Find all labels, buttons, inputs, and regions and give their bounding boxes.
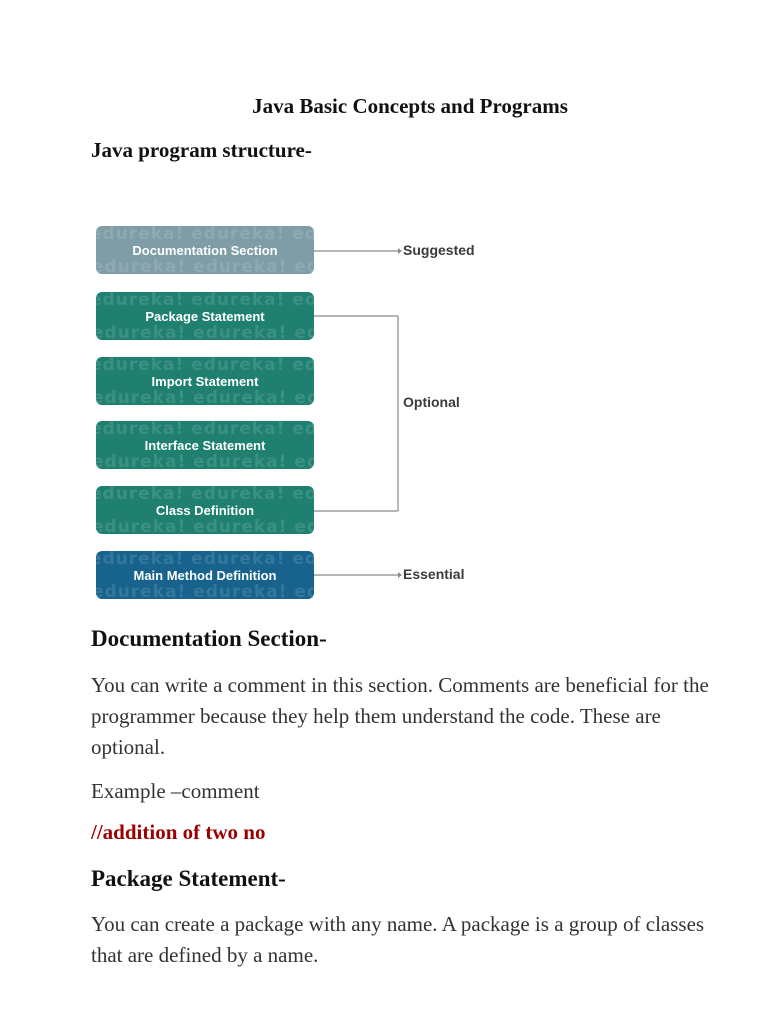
diagram-box-interface: edureka! edureka! edureka! edureka! edur… [96, 421, 314, 469]
arrowhead-essential [398, 572, 402, 578]
diagram-box-label: Class Definition [155, 502, 255, 518]
watermark-text: edureka! edureka! edureka! edureka! [96, 551, 314, 569]
diagram-box-label: Package Statement [145, 308, 265, 324]
watermark-text: edureka! edureka! edureka! edureka! [96, 292, 314, 310]
watermark-text: edureka! edureka! edureka! edureka! [96, 388, 314, 405]
diagram-box-import: edureka! edureka! edureka! edureka! edur… [96, 357, 314, 405]
watermark-text: edureka! edureka! edureka! edureka! [96, 517, 314, 534]
watermark-text: edureka! edureka! edureka! edureka! [96, 486, 314, 504]
diagram-box-main-method: edureka! edureka! edureka! edureka! edur… [96, 551, 314, 599]
package-paragraph: You can create a package with any name. … [91, 912, 705, 967]
watermark-text: edureka! edureka! edureka! edureka! [96, 323, 314, 340]
section-heading-package: Package Statement- [91, 866, 286, 891]
watermark-text: edureka! edureka! edureka! edureka! [96, 357, 314, 375]
section-heading-structure: Java program structure- [91, 138, 312, 162]
diagram-label-essential: Essential [403, 566, 465, 582]
watermark-text: edureka! edureka! edureka! edureka! [96, 257, 314, 274]
diagram-box-label: Interface Statement [144, 437, 266, 453]
diagram-box-label: Import Statement [151, 373, 259, 389]
diagram-label-suggested: Suggested [403, 242, 475, 258]
watermark-text: edureka! edureka! edureka! edureka! [96, 582, 314, 599]
arrowhead-suggested [398, 248, 402, 254]
code-example-comment: //addition of two no [91, 820, 266, 844]
page-title: Java Basic Concepts and Programs [252, 94, 568, 118]
section-heading-documentation: Documentation Section- [91, 626, 327, 651]
diagram-box-class: edureka! edureka! edureka! edureka! edur… [96, 486, 314, 534]
watermark-text: edureka! edureka! edureka! edureka! [96, 421, 314, 439]
diagram-box-package: edureka! edureka! edureka! edureka! edur… [96, 292, 314, 340]
diagram-box-label: Documentation Section [132, 242, 278, 258]
watermark-text: edureka! edureka! edureka! edureka! [96, 452, 314, 469]
documentation-paragraph: You can write a comment in this section.… [91, 673, 709, 759]
diagram-box-label: Main Method Definition [133, 567, 277, 583]
watermark-text: edureka! edureka! edureka! edureka! [96, 226, 314, 244]
diagram-label-optional: Optional [403, 394, 460, 410]
example-label: Example –comment [91, 779, 260, 803]
diagram-box-documentation: edureka! edureka! edureka! edureka! edur… [96, 226, 314, 274]
